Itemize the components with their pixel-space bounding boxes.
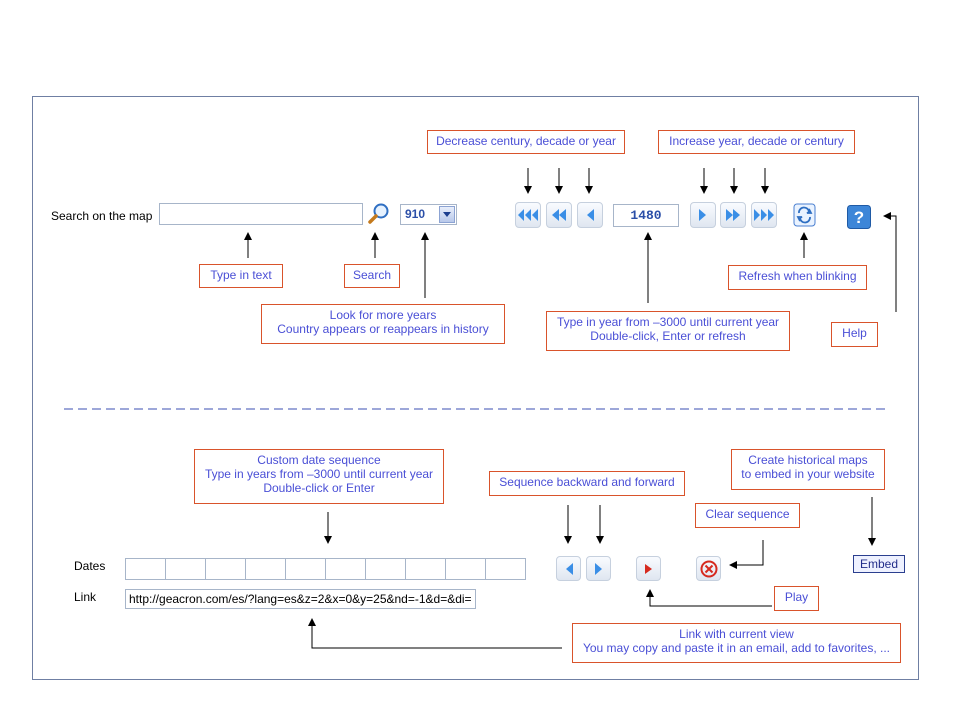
date-cell[interactable] xyxy=(166,559,206,580)
callout-clear-sequence: Clear sequence xyxy=(695,503,800,528)
help-button[interactable]: ? xyxy=(847,205,871,229)
search-input[interactable] xyxy=(159,203,363,225)
double-right-icon xyxy=(726,209,740,221)
callout-more-years: Look for more years Country appears or r… xyxy=(261,304,505,344)
refresh-icon xyxy=(793,203,816,227)
date-cell[interactable] xyxy=(126,559,166,580)
clear-sequence-button[interactable] xyxy=(696,556,721,581)
callout-custom-seq-line2: Type in years from –3000 until current y… xyxy=(204,467,434,481)
year-select[interactable]: 910 xyxy=(400,204,457,225)
date-cell[interactable] xyxy=(206,559,246,580)
date-cell[interactable] xyxy=(326,559,366,580)
date-cell[interactable] xyxy=(366,559,406,580)
current-year-input[interactable]: 1480 xyxy=(613,204,679,227)
play-button[interactable] xyxy=(636,556,661,581)
triple-right-icon xyxy=(754,209,774,221)
callout-more-years-line2: Country appears or reappears in history xyxy=(277,322,489,336)
magnifier-icon xyxy=(368,203,389,224)
date-cell[interactable] xyxy=(446,559,486,580)
refresh-button[interactable] xyxy=(793,203,816,227)
left-arrow-icon xyxy=(587,209,594,221)
callout-link: Link with current view You may copy and … xyxy=(572,623,901,663)
right-arrow-icon xyxy=(699,209,706,221)
callout-type-year-line1: Type in year from –3000 until current ye… xyxy=(556,315,780,329)
decrease-year-button[interactable] xyxy=(577,202,603,228)
callout-create-maps-line2: to embed in your website xyxy=(741,467,875,481)
callout-refresh: Refresh when blinking xyxy=(728,265,867,290)
callout-link-line2: You may copy and paste it in an email, a… xyxy=(582,641,891,655)
left-arrow-icon xyxy=(565,562,573,575)
help-icon: ? xyxy=(847,205,871,229)
callout-help: Help xyxy=(831,322,878,347)
embed-button[interactable]: Embed xyxy=(853,555,905,573)
right-arrow-icon xyxy=(594,562,602,575)
callout-link-line1: Link with current view xyxy=(679,627,794,641)
triple-left-icon xyxy=(518,209,538,221)
callout-search: Search xyxy=(344,264,400,288)
callout-create-maps-line1: Create historical maps xyxy=(748,453,868,467)
callout-sequence-back-forward: Sequence backward and forward xyxy=(489,471,685,496)
panel-frame xyxy=(32,96,919,680)
search-label: Search on the map xyxy=(51,209,153,223)
callout-create-maps: Create historical maps to embed in your … xyxy=(731,449,885,490)
date-cell[interactable] xyxy=(286,559,326,580)
dates-label: Dates xyxy=(74,559,106,573)
increase-decade-button[interactable] xyxy=(720,202,746,228)
callout-play: Play xyxy=(774,586,819,611)
increase-century-button[interactable] xyxy=(751,202,777,228)
clear-icon xyxy=(700,560,717,577)
date-cell[interactable] xyxy=(486,559,526,580)
increase-year-button[interactable] xyxy=(690,202,716,228)
callout-type-year-line2: Double-click, Enter or refresh xyxy=(590,329,746,343)
search-button[interactable] xyxy=(367,202,391,226)
callout-decrease: Decrease century, decade or year xyxy=(427,130,625,154)
sequence-back-button[interactable] xyxy=(556,556,581,581)
year-select-value: 910 xyxy=(405,207,426,221)
callout-custom-sequence: Custom date sequence Type in years from … xyxy=(194,449,444,504)
decrease-century-button[interactable] xyxy=(515,202,541,228)
play-icon xyxy=(644,563,652,574)
chevron-down-icon xyxy=(439,206,455,223)
callout-custom-seq-line1: Custom date sequence xyxy=(257,453,381,467)
callout-type-year: Type in year from –3000 until current ye… xyxy=(546,311,790,351)
callout-increase: Increase year, decade or century xyxy=(658,130,855,154)
decrease-decade-button[interactable] xyxy=(546,202,572,228)
callout-type-text: Type in text xyxy=(199,264,283,288)
sequence-forward-button[interactable] xyxy=(586,556,611,581)
svg-text:?: ? xyxy=(854,208,864,227)
link-field[interactable]: http://geacron.com/es/?lang=es&z=2&x=0&y… xyxy=(125,589,476,609)
double-left-icon xyxy=(552,209,566,221)
callout-custom-seq-line3: Double-click or Enter xyxy=(263,481,375,495)
dates-input-row xyxy=(125,558,526,580)
date-cell[interactable] xyxy=(406,559,446,580)
callout-more-years-line1: Look for more years xyxy=(329,308,437,322)
date-cell[interactable] xyxy=(246,559,286,580)
link-label: Link xyxy=(74,590,97,604)
